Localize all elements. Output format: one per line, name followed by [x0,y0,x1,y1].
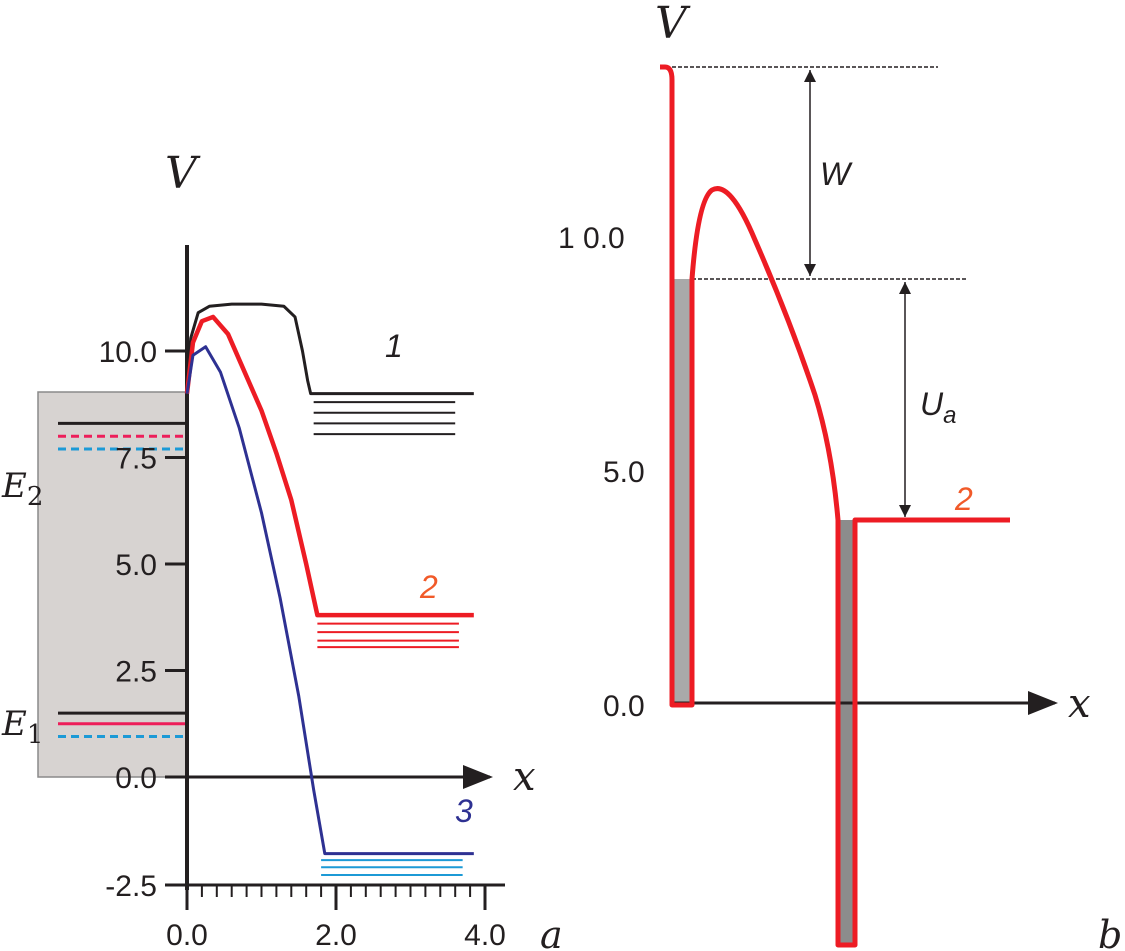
curve-label-2: 2 [419,569,438,605]
y-tick-10: 1 0.0 [558,222,625,255]
x-tick-label: 0.0 [166,919,208,951]
x-axis-label-b: x [1068,681,1091,727]
well-2 [838,520,855,945]
curve-label-1: 1 [385,328,403,364]
panel-a: -2.5 0.0 2.5 5.0 7.5 10.0 0.0 2.0 4.0 V x a E2 E… [1,148,563,951]
potential-curve-2 [660,64,1010,948]
y-tick-label: 10.0 [99,336,157,369]
y-tick-5: 5.0 [603,456,645,489]
ua-label: Ua [920,386,956,429]
x-axis-label: x [513,754,536,800]
level-label-e2: E2 [1,466,43,512]
potential-curve-1 [185,302,474,396]
level-label-e1: E1 [1,704,43,750]
y-tick-label: 5.0 [115,549,157,582]
panel-label: a [540,913,563,951]
w-label: W [820,156,853,192]
y-tick-label: 0.0 [115,762,157,795]
y-axis-label-b: V [655,0,691,49]
x-tick-label: 4.0 [464,919,506,951]
panel-label-b: b [1098,913,1122,951]
potential-curve-3 [185,345,474,856]
curve-label-2-b: 2 [954,481,973,517]
panel-b: V x b 1 0.0 5.0 0.0 W Ua 2 [558,0,1122,951]
y-tick-label: 2.5 [115,656,157,689]
y-tick-label: 7.5 [115,443,157,476]
y-tick-0: 0.0 [603,690,645,723]
y-tick-label: -2.5 [105,870,157,903]
curve-label-3: 3 [455,793,473,829]
x-tick-label: 2.0 [315,919,357,951]
y-axis-label: V [165,148,201,199]
well-1 [673,279,692,705]
potential-curve-2 [184,314,474,618]
